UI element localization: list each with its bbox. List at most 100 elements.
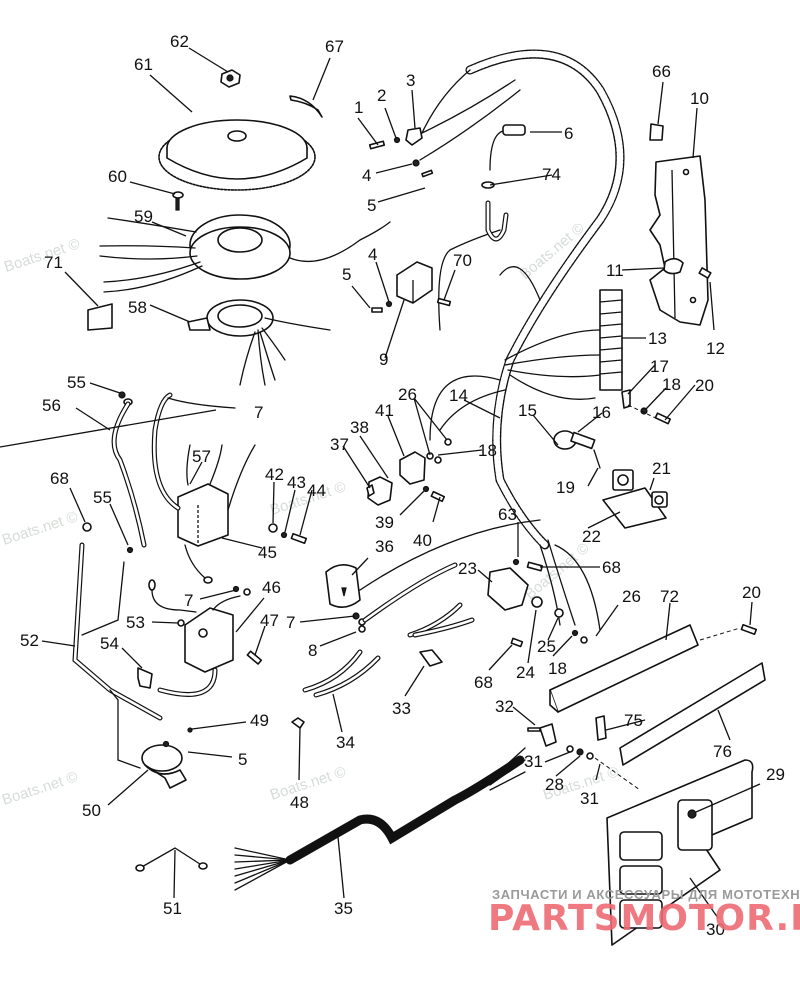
mounting-bracket bbox=[649, 155, 709, 326]
terminal-tabs bbox=[599, 299, 623, 375]
terminal-bracket bbox=[595, 715, 607, 741]
callout-18: 18 bbox=[548, 659, 567, 678]
callout-43: 43 bbox=[287, 473, 306, 492]
callout-76: 76 bbox=[713, 742, 732, 761]
electrical-plate bbox=[606, 759, 754, 946]
stator bbox=[99, 214, 391, 293]
callout-55: 55 bbox=[67, 373, 86, 392]
callout-72: 72 bbox=[660, 587, 679, 606]
callout-5: 5 bbox=[367, 196, 376, 215]
noise-filter bbox=[527, 723, 641, 791]
main-wiring-harness bbox=[359, 49, 625, 631]
callout-57: 57 bbox=[192, 447, 211, 466]
lead-assembly bbox=[72, 542, 163, 769]
callout-15: 15 bbox=[518, 401, 537, 420]
decal bbox=[87, 303, 113, 331]
callout-9: 9 bbox=[379, 350, 388, 369]
callout-1: 1 bbox=[354, 98, 363, 117]
small-leads bbox=[352, 562, 458, 633]
timer-base bbox=[187, 299, 331, 386]
callout-10: 10 bbox=[690, 89, 709, 108]
callout-21: 21 bbox=[652, 459, 671, 478]
flywheel bbox=[158, 119, 316, 191]
callout-49: 49 bbox=[250, 711, 269, 730]
battery-lead bbox=[302, 649, 381, 698]
watermark-boats: Boats.net © bbox=[2, 235, 82, 275]
callout-51: 51 bbox=[163, 899, 182, 918]
power-pack bbox=[151, 392, 256, 584]
warning-horn bbox=[141, 727, 193, 789]
flywheel-key bbox=[289, 95, 323, 118]
mounting-strip bbox=[619, 662, 766, 766]
callout-29: 29 bbox=[766, 765, 785, 784]
callout-41: 41 bbox=[375, 401, 394, 420]
main-cable bbox=[234, 747, 526, 891]
wire-clip bbox=[649, 123, 664, 141]
callout-36: 36 bbox=[375, 537, 394, 556]
shop-watermark-subtitle: ЗАПЧАСТИ И АКСЕССУАРЫ ДЛЯ МОТОТЕХНИКИ bbox=[492, 887, 800, 902]
terminal-hardware bbox=[621, 389, 671, 425]
callout-40: 40 bbox=[413, 531, 432, 550]
callout-4: 4 bbox=[362, 166, 371, 185]
callout-59: 59 bbox=[134, 207, 153, 226]
callout-61: 61 bbox=[134, 55, 153, 74]
callout-48: 48 bbox=[290, 793, 309, 812]
jumper-lead bbox=[135, 847, 208, 872]
leader-lines bbox=[0, 47, 761, 919]
callout-4: 4 bbox=[368, 245, 377, 264]
callout-5: 5 bbox=[342, 265, 351, 284]
callout-24: 24 bbox=[516, 663, 535, 682]
callout-33: 33 bbox=[392, 699, 411, 718]
callout-54: 54 bbox=[100, 634, 119, 653]
callout-17: 17 bbox=[650, 357, 669, 376]
callout-42: 42 bbox=[265, 465, 284, 484]
callout-66: 66 bbox=[652, 62, 671, 81]
callout-71: 71 bbox=[44, 253, 63, 272]
callout-2: 2 bbox=[377, 86, 386, 105]
callout-7: 7 bbox=[254, 403, 263, 422]
fuse-holder bbox=[481, 124, 526, 242]
relay-assembly bbox=[366, 438, 452, 506]
callout-52: 52 bbox=[20, 631, 39, 650]
callout-68: 68 bbox=[474, 673, 493, 692]
callout-18: 18 bbox=[478, 441, 497, 460]
callout-8: 8 bbox=[308, 641, 317, 660]
choke-solenoid bbox=[325, 564, 361, 608]
rectifier bbox=[371, 261, 452, 313]
callout-7: 7 bbox=[184, 591, 193, 610]
flywheel-nut bbox=[220, 69, 241, 88]
callout-19: 19 bbox=[556, 478, 575, 497]
callout-37: 37 bbox=[330, 435, 349, 454]
fuse-holder-hardware bbox=[368, 79, 521, 178]
callout-60: 60 bbox=[108, 167, 127, 186]
callout-25: 25 bbox=[537, 637, 556, 656]
callout-55: 55 bbox=[93, 488, 112, 507]
callout-67: 67 bbox=[325, 37, 344, 56]
callout-68: 68 bbox=[50, 469, 69, 488]
callout-3: 3 bbox=[406, 71, 415, 90]
callout-11: 11 bbox=[606, 261, 624, 280]
callout-16: 16 bbox=[592, 403, 611, 422]
terminal-block bbox=[599, 289, 623, 391]
callout-47: 47 bbox=[260, 611, 279, 630]
clamp-and-screw bbox=[663, 257, 712, 279]
shop-watermark: ЗАПЧАСТИ И АКСЕССУАРЫ ДЛЯ МОТОТЕХНИКИ PA… bbox=[488, 887, 800, 939]
callout-14: 14 bbox=[449, 386, 468, 405]
callout-62: 62 bbox=[170, 32, 189, 51]
sensor-module bbox=[148, 579, 263, 697]
callout-6: 6 bbox=[564, 124, 573, 143]
callout-34: 34 bbox=[336, 733, 355, 752]
callout-26: 26 bbox=[398, 385, 417, 404]
spark-plug-boot bbox=[137, 667, 153, 689]
callout-45: 45 bbox=[258, 543, 277, 562]
callout-28: 28 bbox=[545, 775, 564, 794]
callout-31: 31 bbox=[580, 789, 599, 808]
shop-watermark-name: PARTSMOTOR.RU bbox=[488, 898, 800, 939]
stator-screw bbox=[172, 191, 184, 211]
callout-44: 44 bbox=[307, 481, 326, 500]
callout-68: 68 bbox=[602, 558, 621, 577]
callout-5: 5 bbox=[238, 750, 247, 769]
callouts: 62 67 61 1 2 3 6 66 10 60 4 74 5 59 4 70… bbox=[20, 32, 785, 939]
lead-clip bbox=[407, 602, 475, 667]
